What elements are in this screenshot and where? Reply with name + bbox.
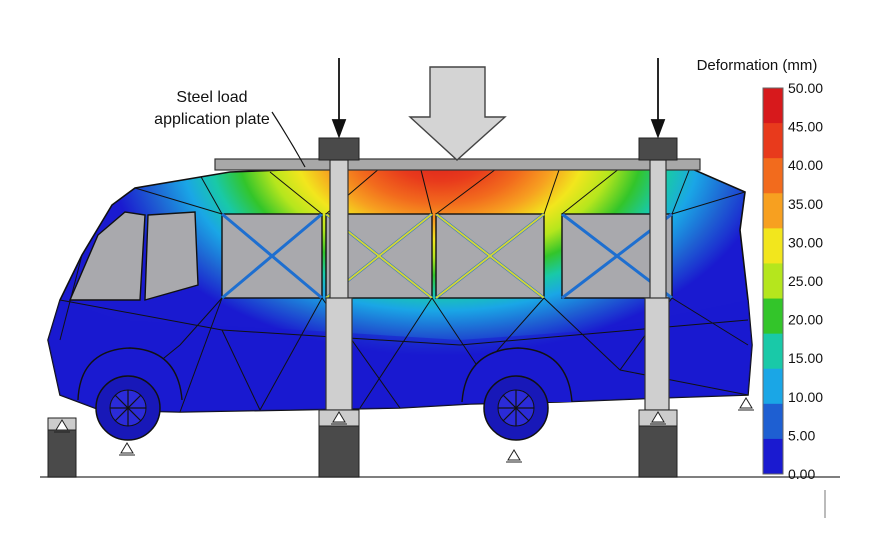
point-load-arrows [331,58,666,139]
central-load-arrow [408,66,507,161]
legend-color-bar [762,87,784,475]
legend-label: 50.00 [788,80,823,96]
left-load-block [318,137,360,161]
rear-wheel [483,375,549,441]
legend-label: 20.00 [788,312,823,328]
windshield [68,211,146,301]
legend-labels: 50.00 45.00 40.00 35.00 30.00 25.00 20.00 15.00… [788,80,823,482]
load-columns [325,159,670,411]
legend-label: 40.00 [788,157,823,173]
legend-swatch [763,228,783,264]
front-wheel [95,375,161,441]
legend-label: 5.00 [788,427,815,443]
legend-label: 15.00 [788,350,823,366]
legend-swatch [763,438,783,475]
legend-swatch [763,368,783,405]
annotation-line-1: Steel load [176,89,247,106]
legend-swatch [763,88,783,124]
windows [68,211,673,301]
steel-load-plate [214,158,701,171]
legend-swatch [763,158,783,194]
annotation-leader [271,111,306,168]
legend-label: 35.00 [788,196,823,212]
legend-title: Deformation (mm) [697,57,818,74]
legend-swatch [763,263,783,300]
front-side-window [144,211,199,301]
right-load-block [638,137,678,161]
rear-wheel-arch [461,347,573,403]
legend-swatch [763,333,783,370]
constraint-markers [54,397,754,463]
legend-swatch [763,403,783,440]
legend-frame [762,87,784,475]
legend-label: 10.00 [788,389,823,405]
legend-swatch [763,123,783,159]
legend-swatch [763,298,783,335]
annotation-line-2: application plate [154,111,270,128]
mesh-lines [59,165,749,412]
deformation-legend: Deformation (mm) 50.00 45.00 40.00 35.00 30.… [697,57,824,482]
legend-label: 0.00 [788,466,815,482]
legend-label: 45.00 [788,119,823,135]
legend-label: 25.00 [788,273,823,289]
legend-swatch [763,193,783,229]
legend-label: 30.00 [788,234,823,250]
